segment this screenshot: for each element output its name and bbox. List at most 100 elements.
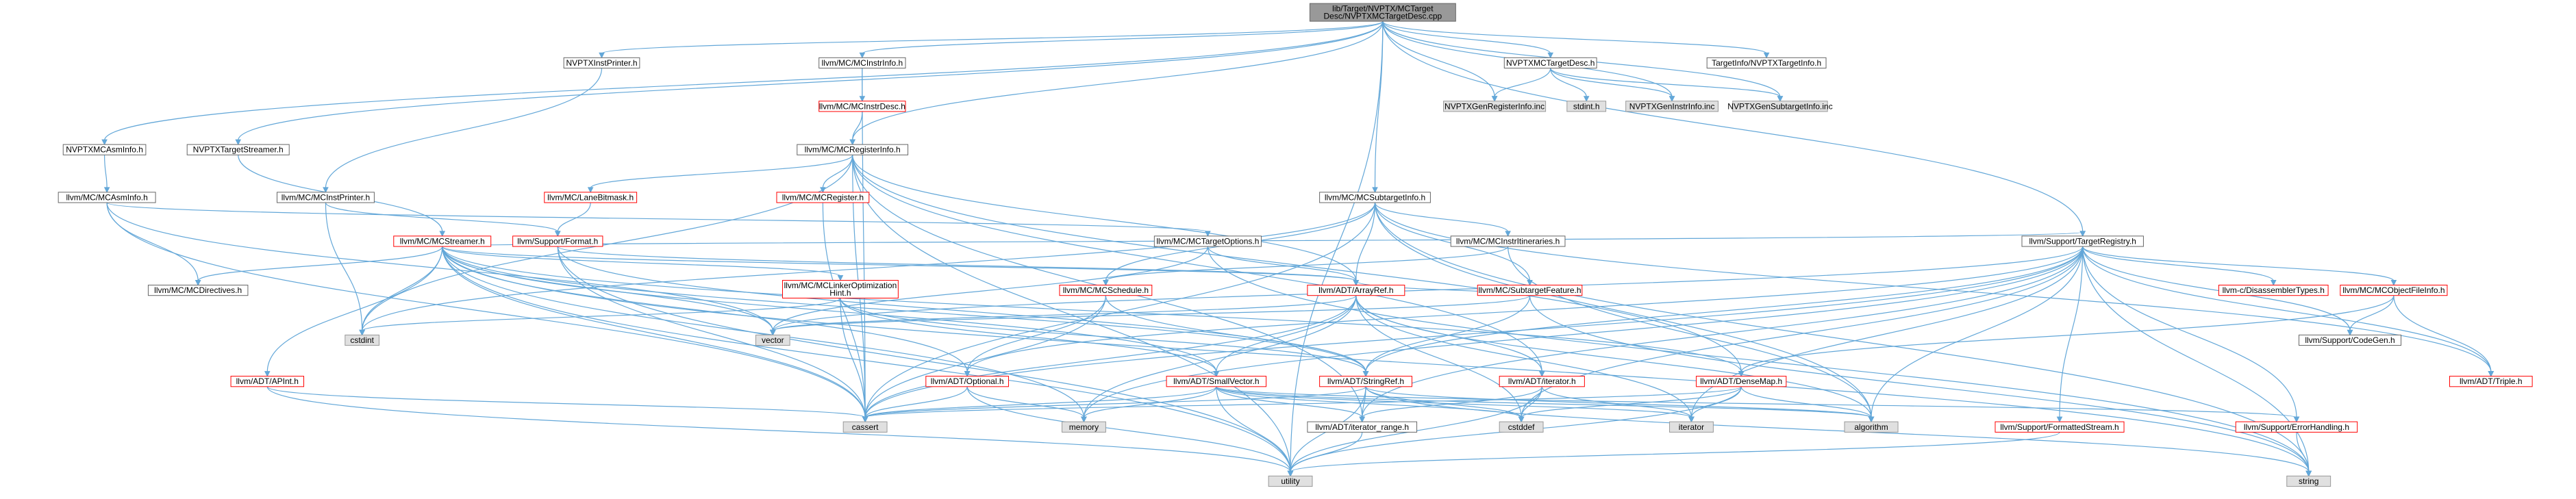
node-label: llvm-c/DisassemblerTypes.h (2223, 285, 2325, 295)
node-codegen[interactable]: llvm/Support/CodeGen.h (2299, 334, 2402, 346)
edge-mcsubtargetinfo-to-mcinstritineraries (1374, 202, 1511, 237)
node-apint[interactable]: llvm/ADT/APInt.h (230, 376, 305, 387)
node-label: llvm/Support/CodeGen.h (2305, 335, 2394, 345)
node-label: llvm/MC/MCSubtargetInfo.h (1325, 192, 1425, 202)
node-mcinstprinter[interactable]: llvm/MC/MCInstPrinter.h (276, 192, 375, 203)
node-supportformat[interactable]: llvm/Support/Format.h (512, 235, 603, 247)
edge-root-to-mcinstrinfo (859, 21, 1384, 59)
node-mcdirectives[interactable]: llvm/MC/MCDirectives.h (147, 284, 249, 296)
node-optional[interactable]: llvm/ADT/Optional.h (925, 376, 1009, 387)
node-root[interactable]: lib/Target/NVPTX/MCTargetDesc/NVPTXMCTar… (1309, 3, 1456, 22)
node-mcobjectfileinfo[interactable]: llvm/MC/MCObjectFileInfo.h (2340, 284, 2448, 296)
node-mcschedule[interactable]: llvm/MC/MCSchedule.h (1059, 284, 1153, 296)
node-disassemblertypes[interactable]: llvm-c/DisassemblerTypes.h (2218, 284, 2329, 296)
edge-densemap-to-cassert (862, 386, 1742, 423)
node-mcinstritineraries[interactable]: llvm/MC/MCInstrItineraries.h (1450, 235, 1566, 247)
node-label: memory (1069, 422, 1099, 432)
node-box (276, 192, 375, 203)
node-stringref[interactable]: llvm/ADT/StringRef.h (1319, 376, 1412, 387)
node-utility[interactable]: utility (1268, 475, 1313, 487)
node-cstdint[interactable]: cstdint (345, 334, 380, 346)
node-box (2449, 376, 2533, 387)
edge-densemap-to-cstddef (1518, 386, 1742, 423)
edge-nvptxmctargetdesch-to-stdint (1550, 68, 1590, 102)
node-triple[interactable]: llvm/ADT/Triple.h (2449, 376, 2533, 387)
edge-mclinkeropt-to-cstdint (359, 297, 841, 336)
node-mcinstrdesc[interactable]: llvm/MC/MCInstrDesc.h (818, 101, 906, 112)
node-box (1499, 376, 1585, 387)
node-label: llvm/MC/MCLinkerOptimization (784, 281, 897, 290)
node-geninstrinfo[interactable]: NVPTXGenInstrInfo.inc (1625, 101, 1719, 112)
edge-targetregistry-to-cstddef (1518, 246, 2084, 423)
graph-nodes: lib/Target/NVPTX/MCTargetDesc/NVPTXMCTar… (58, 3, 2533, 487)
node-mcsubtargetinfo[interactable]: llvm/MC/MCSubtargetInfo.h (1319, 192, 1431, 203)
node-vector[interactable]: vector (755, 334, 790, 346)
node-box (776, 192, 870, 203)
node-box (781, 280, 899, 299)
edge-mcregisterinfo-to-lanebitmask (587, 155, 853, 193)
node-mcregister[interactable]: llvm/MC/MCRegister.h (776, 192, 870, 203)
node-smallvector[interactable]: llvm/ADT/SmallVector.h (1166, 376, 1267, 387)
node-cassert[interactable]: cassert (842, 421, 888, 433)
node-memory[interactable]: memory (1062, 421, 1106, 433)
edge-nvptxmctargetdesch-to-geninstrinfo (1550, 68, 1675, 102)
node-label: llvm/MC/SubtargetFeature.h (1479, 285, 1581, 295)
node-mcregisterinfo[interactable]: llvm/MC/MCRegisterInfo.h (797, 144, 909, 155)
node-iteratorh[interactable]: llvm/ADT/iterator.h (1499, 376, 1585, 387)
node-label: NVPTXMCAsmInfo.h (66, 145, 143, 155)
node-box (797, 144, 909, 155)
edge-mctargetoptions-to-arrayref (1207, 246, 1360, 286)
node-formattedstream[interactable]: llvm/Support/FormattedStream.h (1994, 421, 2125, 433)
node-iteratorrange[interactable]: llvm/ADT/iterator_range.h (1307, 421, 1418, 433)
node-mcasminfo[interactable]: llvm/MC/MCAsmInfo.h (58, 192, 156, 203)
edge-mcsubtargetinfo-to-algorithm (1374, 203, 1875, 423)
node-label: llvm/MC/MCRegisterInfo.h (805, 145, 901, 155)
node-nvptxtargetstreamer[interactable]: NVPTXTargetStreamer.h (186, 144, 290, 155)
edge-targetregistry-to-iterator (1688, 246, 2084, 423)
node-box (1732, 101, 1828, 112)
node-algorithm[interactable]: algorithm (1844, 421, 1899, 433)
node-subtargetfeature[interactable]: llvm/MC/SubtargetFeature.h (1477, 284, 1583, 296)
node-label: lib/Target/NVPTX/MCTarget (1332, 4, 1434, 14)
edge-smallvector-to-errorhandling (1216, 386, 2300, 423)
node-label: NVPTXGenSubtargetInfo.inc (1727, 101, 1832, 111)
node-box (345, 334, 380, 346)
node-mcinstrinfo[interactable]: llvm/MC/MCInstrInfo.h (818, 57, 906, 69)
node-nvptxmctargetdesch[interactable]: NVPTXMCTargetDesc.h (1503, 57, 1597, 69)
node-label: string (2299, 476, 2318, 486)
node-densemap[interactable]: llvm/ADT/DenseMap.h (1696, 376, 1787, 387)
node-errorhandling[interactable]: llvm/Support/ErrorHandling.h (2235, 421, 2358, 433)
edge-nvptxmcasminfo-to-mcasminfo (103, 155, 110, 193)
node-box (755, 334, 790, 346)
node-stdint[interactable]: stdint.h (1566, 101, 1607, 112)
node-label: llvm/MC/MCDirectives.h (154, 285, 242, 295)
node-label: iterator (1679, 422, 1704, 432)
edge-errorhandling-to-string (2296, 432, 2312, 477)
edge-mcstreamer-to-string (442, 246, 2312, 477)
node-label: NVPTXGenInstrInfo.inc (1629, 101, 1715, 111)
node-box (1309, 3, 1456, 22)
node-targetinfo[interactable]: TargetInfo/NVPTXTargetInfo.h (1706, 57, 1827, 69)
edge-smallvector-to-memory (1081, 386, 1217, 423)
node-box (1307, 284, 1405, 296)
node-lanebitmask[interactable]: llvm/MC/LaneBitmask.h (544, 192, 638, 203)
node-label: llvm/ADT/iterator.h (1508, 376, 1576, 386)
edge-mcobjectfileinfo-to-densemap (1738, 295, 2394, 377)
node-gensubtargetinfo[interactable]: NVPTXGenSubtargetInfo.inc (1727, 101, 1833, 112)
node-label: llvm/MC/LaneBitmask.h (547, 192, 634, 202)
node-mctargetoptions[interactable]: llvm/MC/MCTargetOptions.h (1153, 235, 1262, 247)
node-genreginfo[interactable]: NVPTXGenRegisterInfo.inc (1443, 101, 1547, 112)
node-nvptxinstprinter[interactable]: NVPTXInstPrinter.h (563, 57, 640, 69)
node-iterator[interactable]: iterator (1669, 421, 1714, 433)
node-targetregistry[interactable]: llvm/Support/TargetRegistry.h (2021, 235, 2144, 247)
node-string[interactable]: string (2286, 475, 2331, 487)
node-cstddef[interactable]: cstddef (1499, 421, 1544, 433)
node-label: llvm/Support/FormattedStream.h (2000, 422, 2118, 432)
node-box (1706, 57, 1827, 69)
node-label: algorithm (1854, 422, 1888, 432)
node-mcstreamer[interactable]: llvm/MC/MCStreamer.h (393, 235, 492, 247)
node-arrayref[interactable]: llvm/ADT/ArrayRef.h (1307, 284, 1405, 296)
node-label: NVPTXGenRegisterInfo.inc (1445, 101, 1545, 111)
node-nvptxmcasminfo[interactable]: NVPTXMCAsmInfo.h (62, 144, 147, 155)
